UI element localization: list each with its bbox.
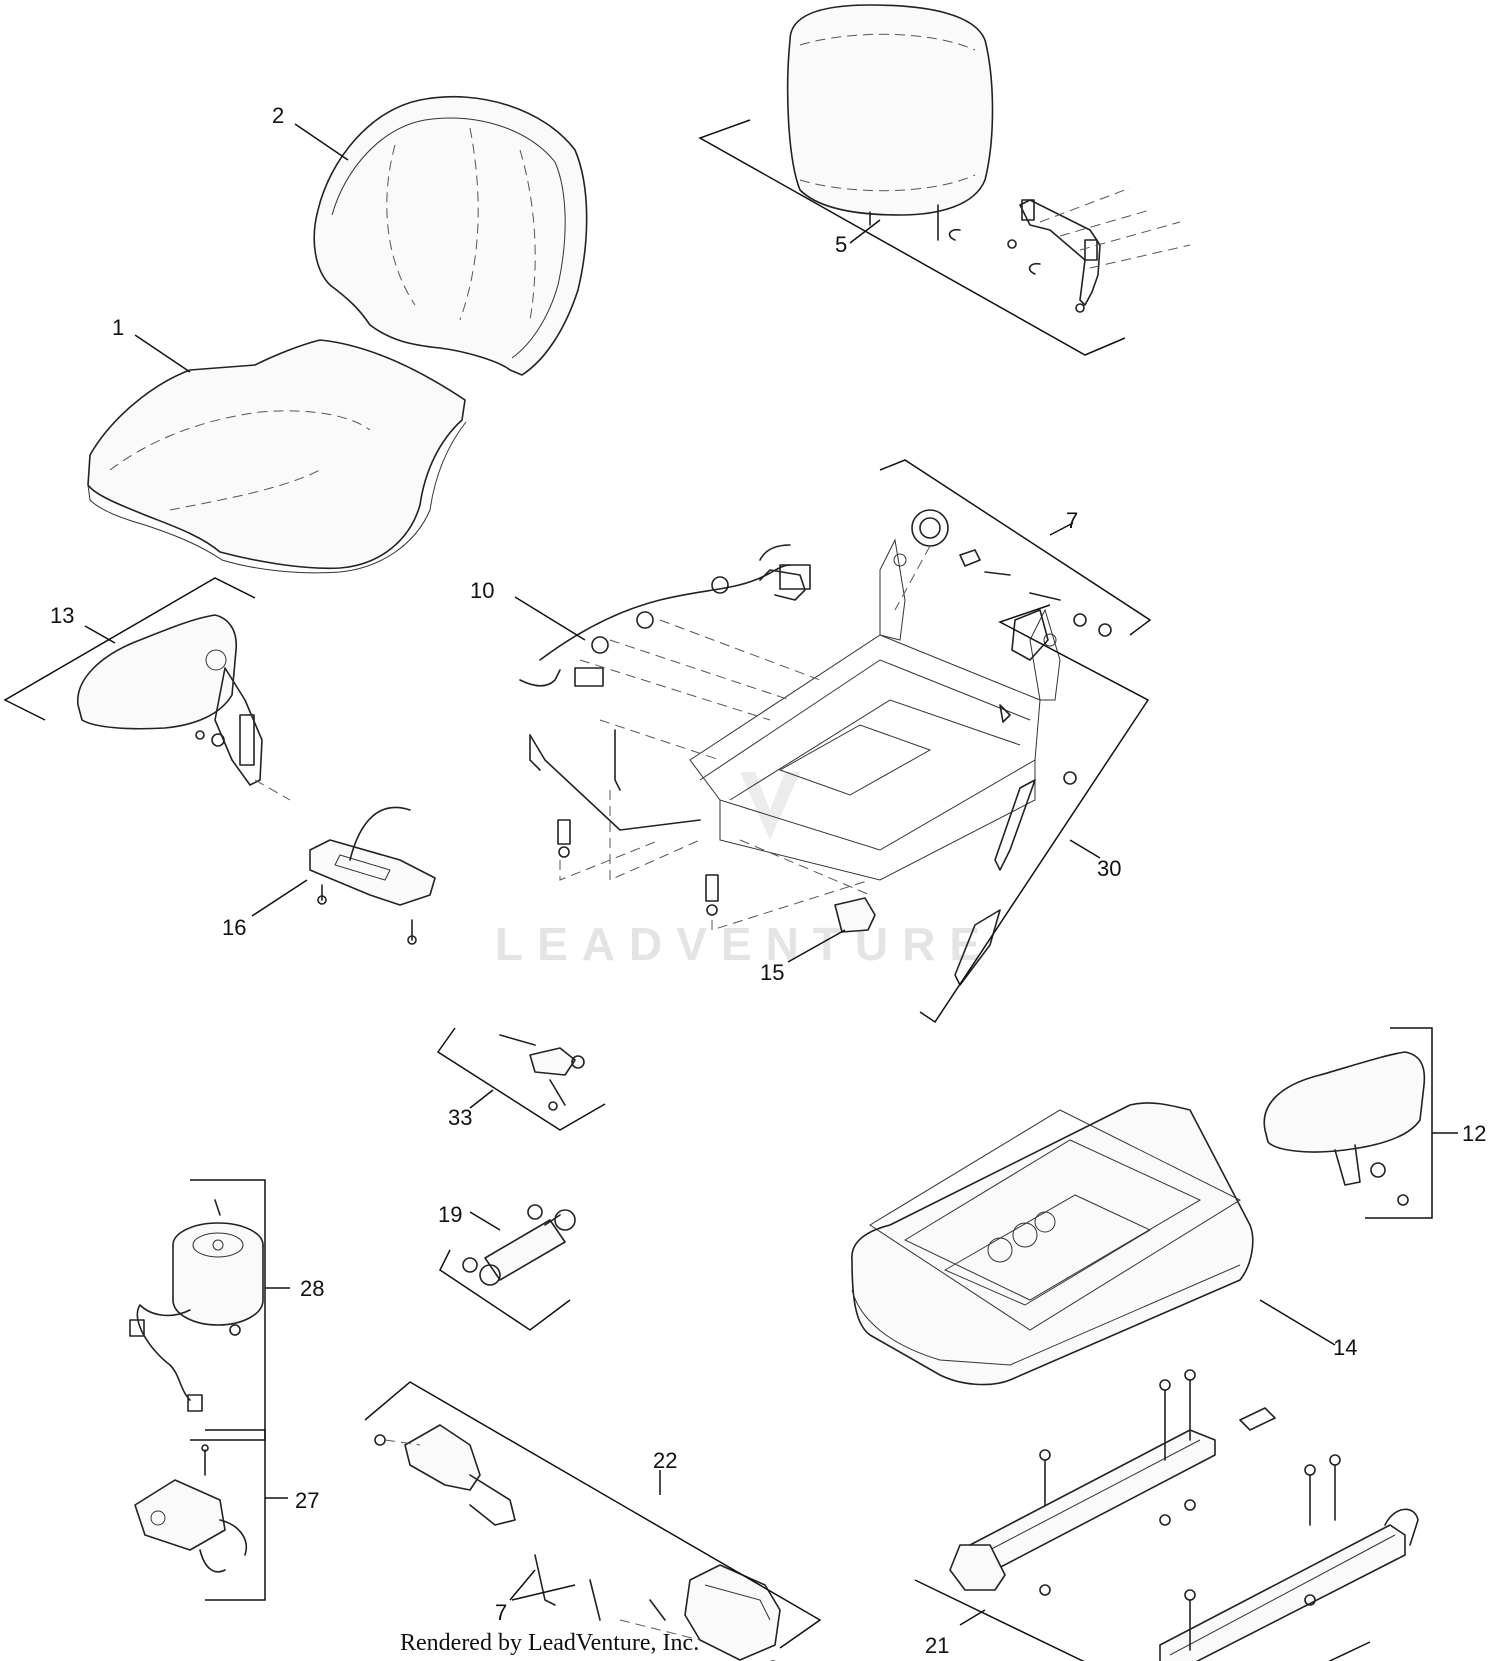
part-21-slide-rails[interactable] bbox=[949, 1369, 1419, 1661]
leader-21 bbox=[959, 1609, 986, 1626]
leader-2 bbox=[294, 123, 349, 161]
part-30-seat-frame[interactable] bbox=[529, 509, 1112, 986]
bracket-12 bbox=[1365, 1027, 1433, 1219]
callout-22[interactable]: 22 bbox=[653, 1448, 677, 1473]
callout-7b[interactable]: 7 bbox=[495, 1600, 507, 1625]
leader-19 bbox=[469, 1211, 501, 1231]
callout-21[interactable]: 21 bbox=[925, 1633, 949, 1658]
leader-13 bbox=[84, 625, 116, 644]
leader-7b-2 bbox=[511, 1584, 576, 1601]
callout-7a[interactable]: 7 bbox=[1066, 508, 1078, 533]
part-14-seat-base[interactable] bbox=[851, 1102, 1254, 1386]
part-15-knob[interactable] bbox=[834, 897, 876, 933]
callout-16[interactable]: 16 bbox=[222, 915, 246, 940]
leader-1 bbox=[134, 334, 191, 373]
leader-33 bbox=[469, 1089, 494, 1109]
bracket-13 bbox=[3, 577, 256, 721]
leader-10 bbox=[514, 596, 586, 641]
bracket-33 bbox=[436, 1027, 606, 1131]
part-28-motor[interactable] bbox=[129, 1199, 264, 1412]
callout-10[interactable]: 10 bbox=[470, 578, 494, 603]
callout-12[interactable]: 12 bbox=[1462, 1121, 1486, 1146]
part-16-switch-bracket[interactable] bbox=[309, 806, 436, 945]
callout-27[interactable]: 27 bbox=[295, 1488, 319, 1513]
leader-16 bbox=[251, 879, 308, 917]
part-13-left-armrest[interactable] bbox=[77, 614, 291, 801]
bracket-22 bbox=[364, 1381, 822, 1649]
part-33-latch[interactable] bbox=[499, 1034, 585, 1111]
bracket-27 bbox=[205, 1429, 266, 1601]
leader-15 bbox=[787, 929, 846, 963]
callout-19[interactable]: 19 bbox=[438, 1202, 462, 1227]
bracket-19 bbox=[439, 1249, 571, 1331]
part-1-seat-cushion[interactable] bbox=[87, 339, 467, 574]
leader-14 bbox=[1259, 1299, 1336, 1346]
callout-33[interactable]: 33 bbox=[448, 1105, 472, 1130]
callout-28[interactable]: 28 bbox=[300, 1276, 324, 1301]
leader-5 bbox=[849, 219, 881, 244]
callout-5[interactable]: 5 bbox=[835, 232, 847, 257]
callout-1[interactable]: 1 bbox=[112, 315, 124, 340]
part-22-seat-belt[interactable] bbox=[374, 1424, 781, 1661]
callout-13[interactable]: 13 bbox=[50, 603, 74, 628]
part-5-headrest[interactable] bbox=[786, 4, 1191, 313]
watermark-logo: LEADVENTURE bbox=[495, 772, 994, 970]
callout-14[interactable]: 14 bbox=[1333, 1335, 1357, 1360]
bracket-21 bbox=[914, 1579, 1371, 1661]
part-2-seat-back[interactable] bbox=[313, 96, 588, 376]
part-19-gas-spring[interactable] bbox=[462, 1204, 576, 1286]
render-credit: Rendered by LeadVenture, Inc. bbox=[400, 1630, 699, 1656]
bracket-30 bbox=[919, 604, 1150, 1024]
callout-2[interactable]: 2 bbox=[272, 103, 284, 128]
leader-7b-1 bbox=[509, 1569, 536, 1601]
part-12-right-armrest[interactable] bbox=[1263, 1051, 1426, 1206]
bracket-7 bbox=[879, 459, 1152, 636]
bracket-28 bbox=[190, 1179, 266, 1441]
part-27-sensor[interactable] bbox=[134, 1444, 247, 1573]
bracket-5 bbox=[698, 119, 1126, 356]
leader-30 bbox=[1069, 839, 1101, 859]
callout-30[interactable]: 30 bbox=[1097, 856, 1121, 881]
leader-7a bbox=[1049, 522, 1074, 536]
part-10-harness[interactable] bbox=[519, 544, 811, 791]
watermark-text: LEADVENTURE bbox=[495, 918, 994, 970]
callout-15[interactable]: 15 bbox=[760, 960, 784, 985]
